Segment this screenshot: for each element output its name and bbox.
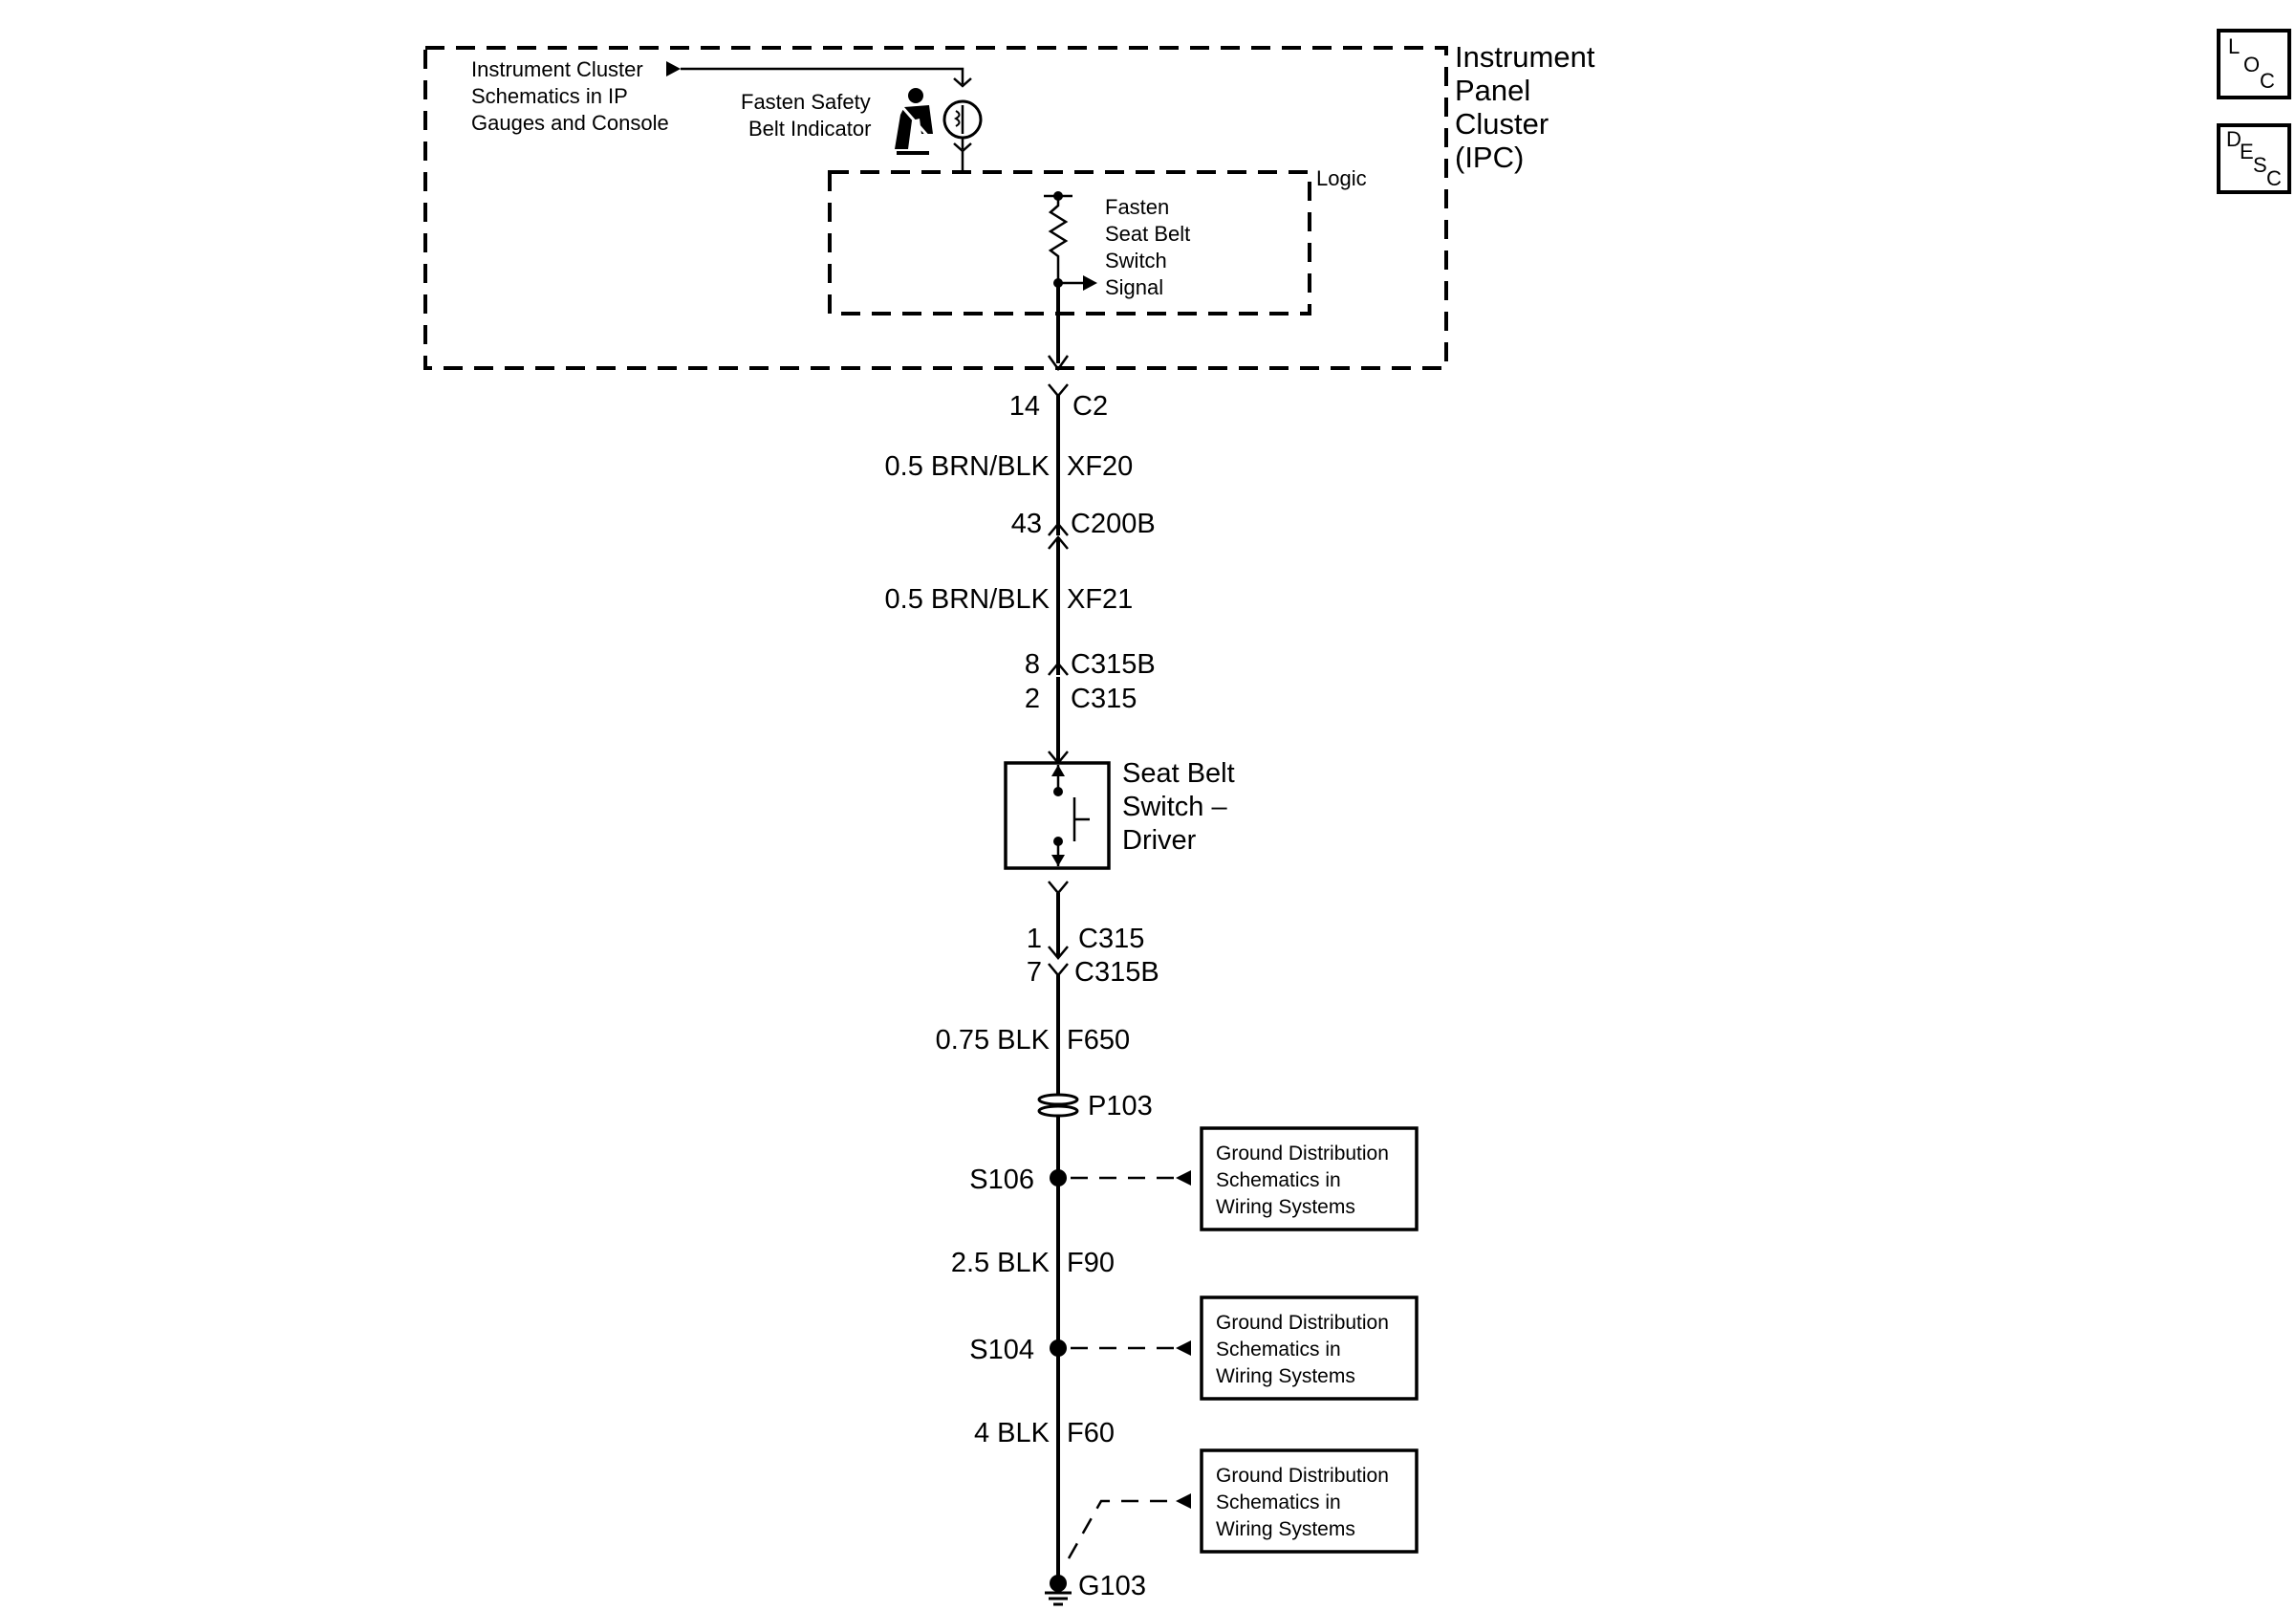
seatbelt-person-icon [895, 88, 933, 155]
s104-ref-arrow-icon [1176, 1340, 1191, 1356]
wire5-id: F60 [1067, 1418, 1115, 1448]
desc-button[interactable]: D E S C [2217, 123, 2291, 194]
c2-label: C2 [1072, 391, 1108, 422]
ground-ref-1-line-1: Ground Distribution [1216, 1143, 1389, 1165]
ground-ref-box-2[interactable]: Ground Distribution Schematics in Wiring… [1200, 1295, 1419, 1401]
ipc-ref-line-2: Schematics in IP [471, 84, 628, 108]
ipc-title-line-3: Cluster [1455, 107, 1549, 141]
ground-ref-box-3[interactable]: Ground Distribution Schematics in Wiring… [1200, 1448, 1419, 1554]
wire3-spec: 0.75 BLK [936, 1025, 1051, 1056]
wire1-id: XF20 [1067, 451, 1133, 482]
c315-bot-pin: 1 [1027, 924, 1042, 954]
ground-icon [1045, 1591, 1072, 1606]
splice-s106 [1050, 1169, 1067, 1186]
ipc-title-line-4: (IPC) [1455, 141, 1524, 174]
ground-ref-3-line-2: Schematics in [1216, 1491, 1341, 1513]
ground-ref-frame-2 [1200, 1295, 1419, 1401]
s106-label: S106 [969, 1165, 1034, 1195]
ground-ref-frame-1 [1200, 1126, 1419, 1231]
splice-s104 [1050, 1339, 1067, 1357]
indicator-label-line-2: Belt Indicator [748, 117, 871, 141]
signal-label-line-2: Seat Belt [1105, 222, 1190, 246]
switch-label-line-2: Switch – [1122, 792, 1227, 822]
signal-label-line-4: Signal [1105, 275, 1163, 299]
loc-letter-o: O [2243, 53, 2260, 76]
g103-label: G103 [1078, 1571, 1146, 1601]
wire4-spec: 2.5 BLK [951, 1248, 1051, 1278]
ground-ref-2-line-3: Wiring Systems [1216, 1365, 1355, 1387]
switch-label-line-1: Seat Belt [1122, 758, 1235, 789]
c315b-bot-pin: 7 [1027, 957, 1042, 988]
signal-label-line-1: Fasten [1105, 195, 1169, 219]
ground-ref-1-line-3: Wiring Systems [1216, 1196, 1355, 1218]
instrument-cluster-reference[interactable]: Instrument Cluster Schematics in IP Gaug… [471, 57, 681, 135]
loc-button[interactable]: L O C [2217, 29, 2291, 99]
c2-pin: 14 [1009, 391, 1040, 422]
main-circuit: 14 C2 0.5 BRN/BLK XF20 43 C200B 0.5 BRN/… [885, 283, 1235, 1606]
indicator-feed-wire [681, 67, 964, 84]
wire2-spec: 0.5 BRN/BLK [885, 584, 1051, 615]
wire3-id: F650 [1067, 1025, 1130, 1056]
logic-label: Logic [1316, 166, 1367, 190]
pass-through-grommet-icon [1037, 1093, 1079, 1118]
ref-arrow-icon [666, 61, 681, 76]
c315b-bot-label: C315B [1074, 957, 1159, 988]
c200b-connector-icon [1048, 522, 1069, 536]
c315-bot-label: C315 [1078, 924, 1144, 954]
desc-button-frame [2217, 123, 2291, 194]
ground-ref-1-line-2: Schematics in [1216, 1169, 1341, 1191]
ground-ref-2-line-2: Schematics in [1216, 1339, 1341, 1361]
indicator-lamp-icon [942, 99, 983, 140]
c315-top-pin: 2 [1025, 684, 1040, 714]
wire2-id: XF21 [1067, 584, 1133, 615]
ground-ref-frame-3 [1200, 1448, 1419, 1554]
ipc-ref-line-3: Gauges and Console [471, 111, 669, 135]
loc-letter-l: L [2228, 34, 2240, 58]
switch-out-connector-icon [1048, 881, 1069, 895]
g103-ref-arrow-icon [1176, 1493, 1191, 1509]
pullup-resistor-icon [1048, 196, 1069, 283]
s104-label: S104 [969, 1335, 1034, 1365]
wire1-spec: 0.5 BRN/BLK [885, 451, 1051, 482]
desc-letter-e: E [2240, 140, 2254, 163]
logic-boundary [828, 170, 1311, 316]
desc-letter-c: C [2266, 166, 2282, 190]
ipc-module: Instrument Panel Cluster (IPC) Instrumen… [423, 40, 1595, 370]
c2-arrow-icon [1047, 355, 1070, 372]
ipc-title-line-1: Instrument [1455, 40, 1595, 74]
switch-label-line-3: Driver [1122, 825, 1197, 856]
ground-ref-box-1[interactable]: Ground Distribution Schematics in Wiring… [1200, 1126, 1419, 1231]
ipc-ref-line-1: Instrument Cluster [471, 57, 643, 81]
signal-arrow-icon [1083, 275, 1097, 291]
p103-label: P103 [1088, 1091, 1153, 1121]
c315b-top-label: C315B [1071, 649, 1156, 680]
loc-button-frame [2217, 29, 2291, 99]
c315b-connector-icon [1048, 662, 1069, 676]
switch-bottom-arrow-icon [1051, 855, 1065, 866]
ipc-boundary [423, 46, 1448, 370]
indicator-label-line-1: Fasten Safety [741, 90, 871, 114]
c200b-pin: 43 [1011, 509, 1042, 539]
switch-contact-top [1053, 787, 1063, 796]
desc-letter-s: S [2253, 153, 2267, 177]
loc-letter-c: C [2260, 69, 2275, 93]
g103-ref-dash [1067, 1499, 1176, 1559]
ground-ref-2-line-1: Ground Distribution [1216, 1312, 1389, 1334]
ipc-title-line-2: Panel [1455, 74, 1530, 107]
c315-top-label: C315 [1071, 684, 1137, 714]
wire4-id: F90 [1067, 1248, 1115, 1278]
seat-belt-switch [1004, 761, 1111, 870]
ground-ref-3-line-3: Wiring Systems [1216, 1518, 1355, 1540]
c200b-label: C200B [1071, 509, 1156, 539]
wire5-spec: 4 BLK [974, 1418, 1051, 1448]
s106-ref-arrow-icon [1176, 1170, 1191, 1186]
c315b-top-pin: 8 [1025, 649, 1040, 680]
signal-label-line-3: Switch [1105, 249, 1167, 272]
connector-mark-icon [953, 77, 972, 88]
desc-letter-d: D [2226, 127, 2242, 151]
c315-bot-arrow-icon [1048, 946, 1069, 960]
ground-ref-3-line-1: Ground Distribution [1216, 1465, 1389, 1487]
